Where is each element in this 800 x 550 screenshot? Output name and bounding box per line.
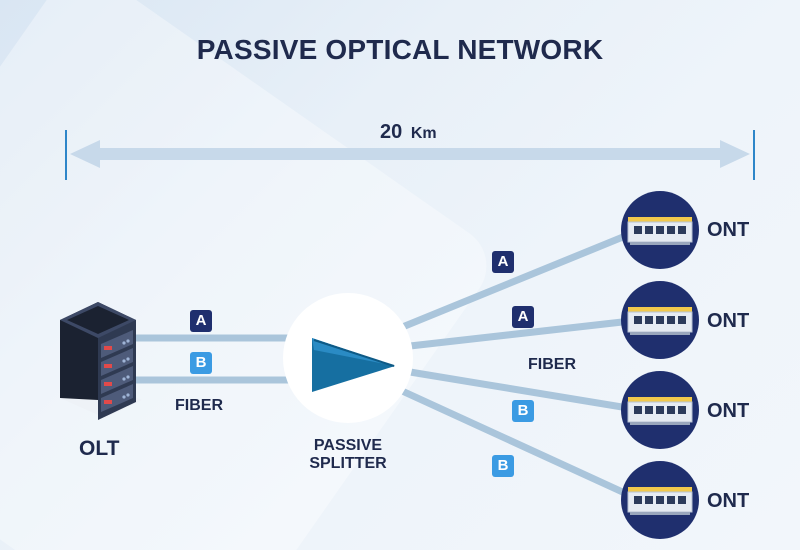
olt-label: OLT [79, 437, 120, 460]
fiber-ont-2 [406, 316, 644, 350]
distance-label: 20 Km [380, 121, 437, 144]
fiber-label-right: FIBER [528, 356, 576, 373]
badge-ont-2-a: A [512, 306, 534, 328]
olt-server-icon [60, 302, 142, 420]
splitter-label-line2: SPLITTER [309, 455, 387, 472]
badge-ont-1-a: A [492, 251, 514, 273]
splitter-label: PASSIVE SPLITTER [300, 437, 396, 473]
ont-label-1: ONT [707, 219, 750, 241]
ont-device-icon [621, 281, 699, 359]
ont-devices [621, 191, 699, 539]
passive-splitter [283, 293, 413, 423]
title-highlight-text: PASSIVE [196, 34, 318, 65]
fiber-ont-3 [406, 368, 644, 414]
title-rest: OPTICAL NETWORK [317, 34, 604, 65]
badge-ont-3-b: B [512, 400, 534, 422]
distance-value: 20 [380, 121, 403, 143]
distance-unit: Km [410, 125, 437, 142]
badge-olt-b: B [190, 352, 212, 374]
fiber-lines [131, 226, 644, 504]
ont-device-icon [621, 191, 699, 269]
ont-device-icon [621, 461, 699, 539]
badge-ont-4-b: B [492, 455, 514, 477]
diagram-title: PASSIVE OPTICAL NETWORK [0, 34, 800, 66]
ont-label-3: ONT [707, 400, 750, 422]
title-highlight: PASSIVE [196, 34, 318, 66]
ont-device-icon [621, 371, 699, 449]
ont-label-4: ONT [707, 490, 750, 512]
ont-label-2: ONT [707, 310, 750, 332]
fiber-ont-1 [396, 226, 644, 332]
badge-olt-a: A [190, 310, 212, 332]
splitter-label-line1: PASSIVE [313, 437, 383, 454]
distance-arrow [65, 130, 755, 180]
fiber-label-left: FIBER [175, 397, 223, 414]
fiber-ont-4 [396, 386, 644, 504]
